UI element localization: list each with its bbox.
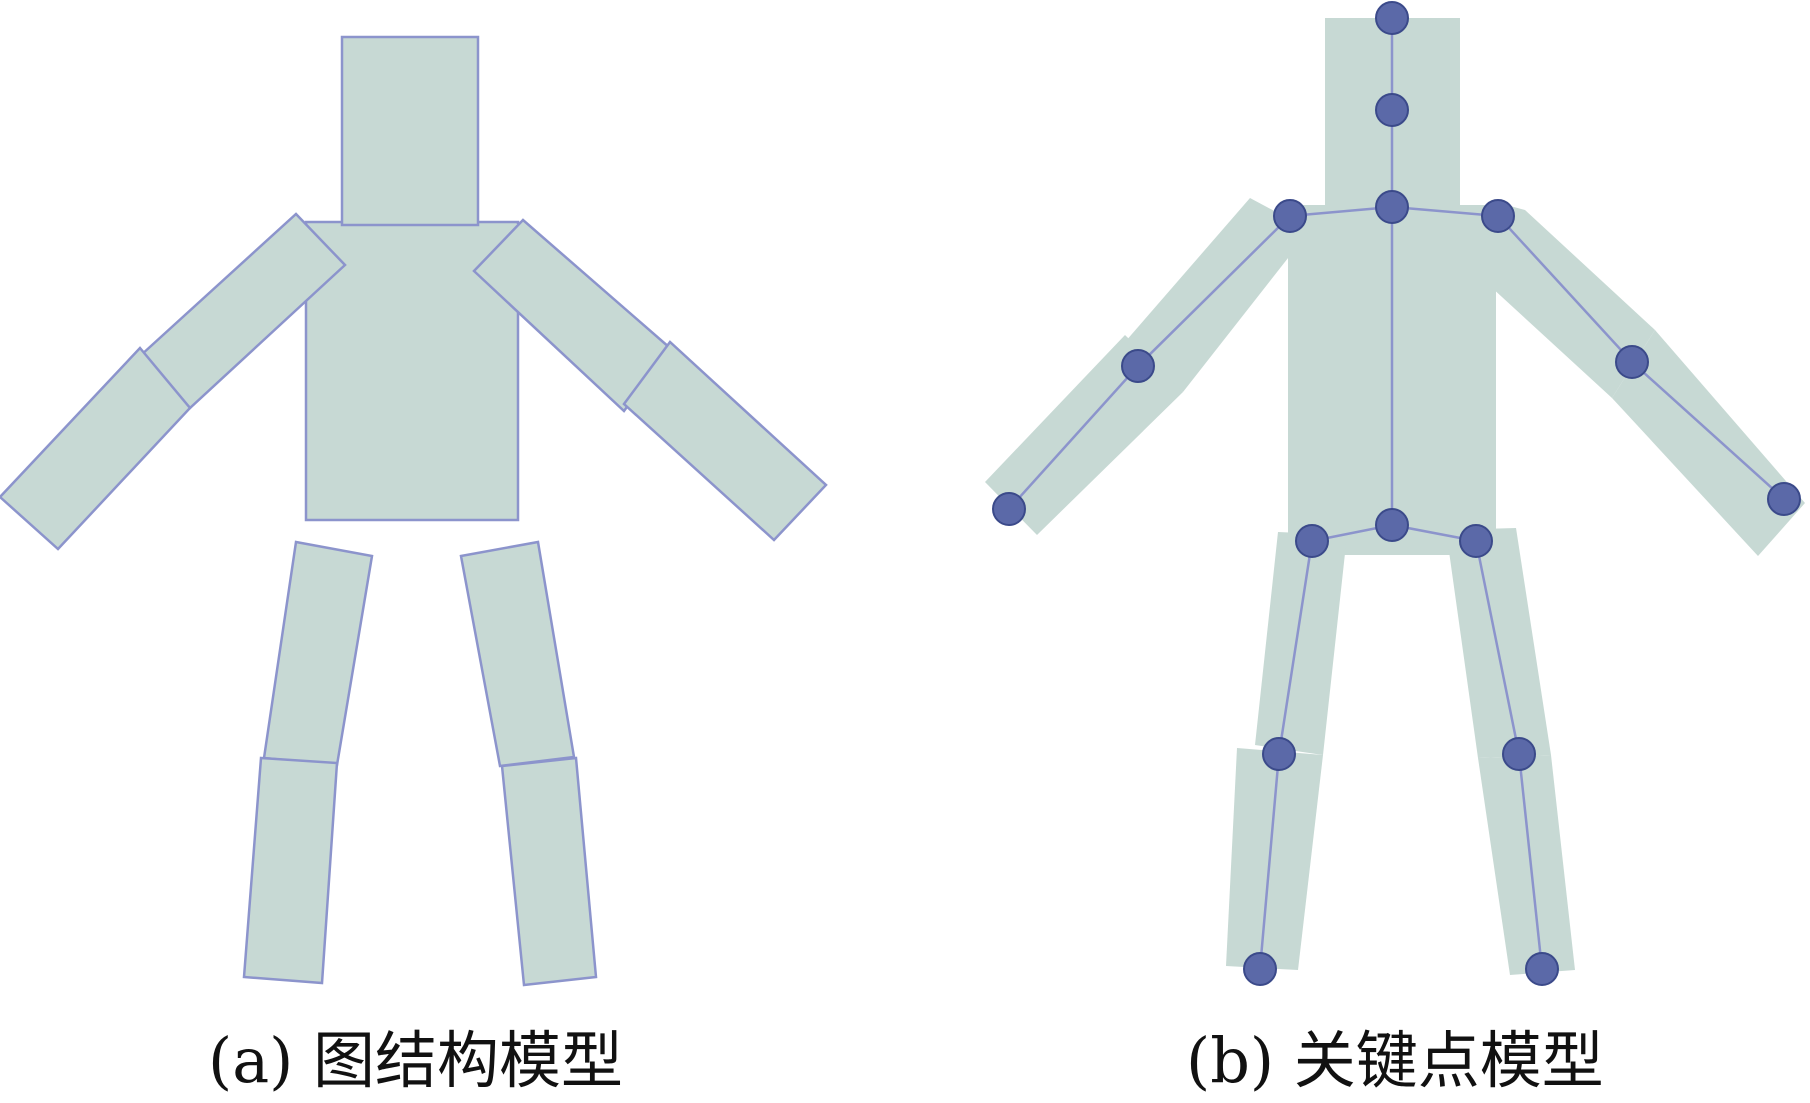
caption-pictorial-structure: (a) 图结构模型 xyxy=(208,1024,624,1097)
left-ankle-joint xyxy=(1243,952,1277,986)
head-top-joint xyxy=(1375,1,1409,35)
right-shoulder-joint xyxy=(1481,199,1515,233)
right-hip-joint xyxy=(1459,524,1493,558)
right-lower-arm-part xyxy=(622,340,828,542)
pictorial-structure-model xyxy=(0,35,828,987)
left-lower-arm-region xyxy=(985,335,1183,535)
caption-keypoint-model: (b) 关键点模型 xyxy=(1186,1024,1604,1097)
neck-joint xyxy=(1375,93,1409,127)
right-knee-joint xyxy=(1502,737,1536,771)
left-knee-joint xyxy=(1262,737,1296,771)
right-wrist-joint xyxy=(1767,482,1801,516)
left-lower-arm-part xyxy=(0,346,192,551)
left-thigh-part xyxy=(262,540,374,767)
right-shin-part xyxy=(500,756,598,987)
torso-shoulder-fill xyxy=(300,224,522,244)
head-part xyxy=(340,35,480,227)
left-shin-region xyxy=(1226,748,1323,970)
left-thigh-region xyxy=(1255,532,1347,755)
pelvis-joint xyxy=(1375,508,1409,542)
right-ankle-joint xyxy=(1525,952,1559,986)
right-upper-arm-region xyxy=(1478,202,1655,398)
left-upper-arm-region xyxy=(1125,198,1310,392)
right-shin-region xyxy=(1478,755,1575,975)
left-elbow-joint xyxy=(1121,349,1155,383)
left-shin-part xyxy=(242,756,339,985)
left-hip-joint xyxy=(1295,524,1329,558)
right-elbow-joint xyxy=(1615,345,1649,379)
keypoint-model xyxy=(985,1,1805,986)
left-wrist-joint xyxy=(992,492,1026,526)
left-shoulder-joint xyxy=(1273,199,1307,233)
right-upper-arm-part xyxy=(472,218,672,413)
right-thigh-part xyxy=(459,540,576,768)
right-thigh-region xyxy=(1446,528,1551,758)
torso-part xyxy=(304,220,520,522)
upper-chest-joint xyxy=(1375,190,1409,224)
